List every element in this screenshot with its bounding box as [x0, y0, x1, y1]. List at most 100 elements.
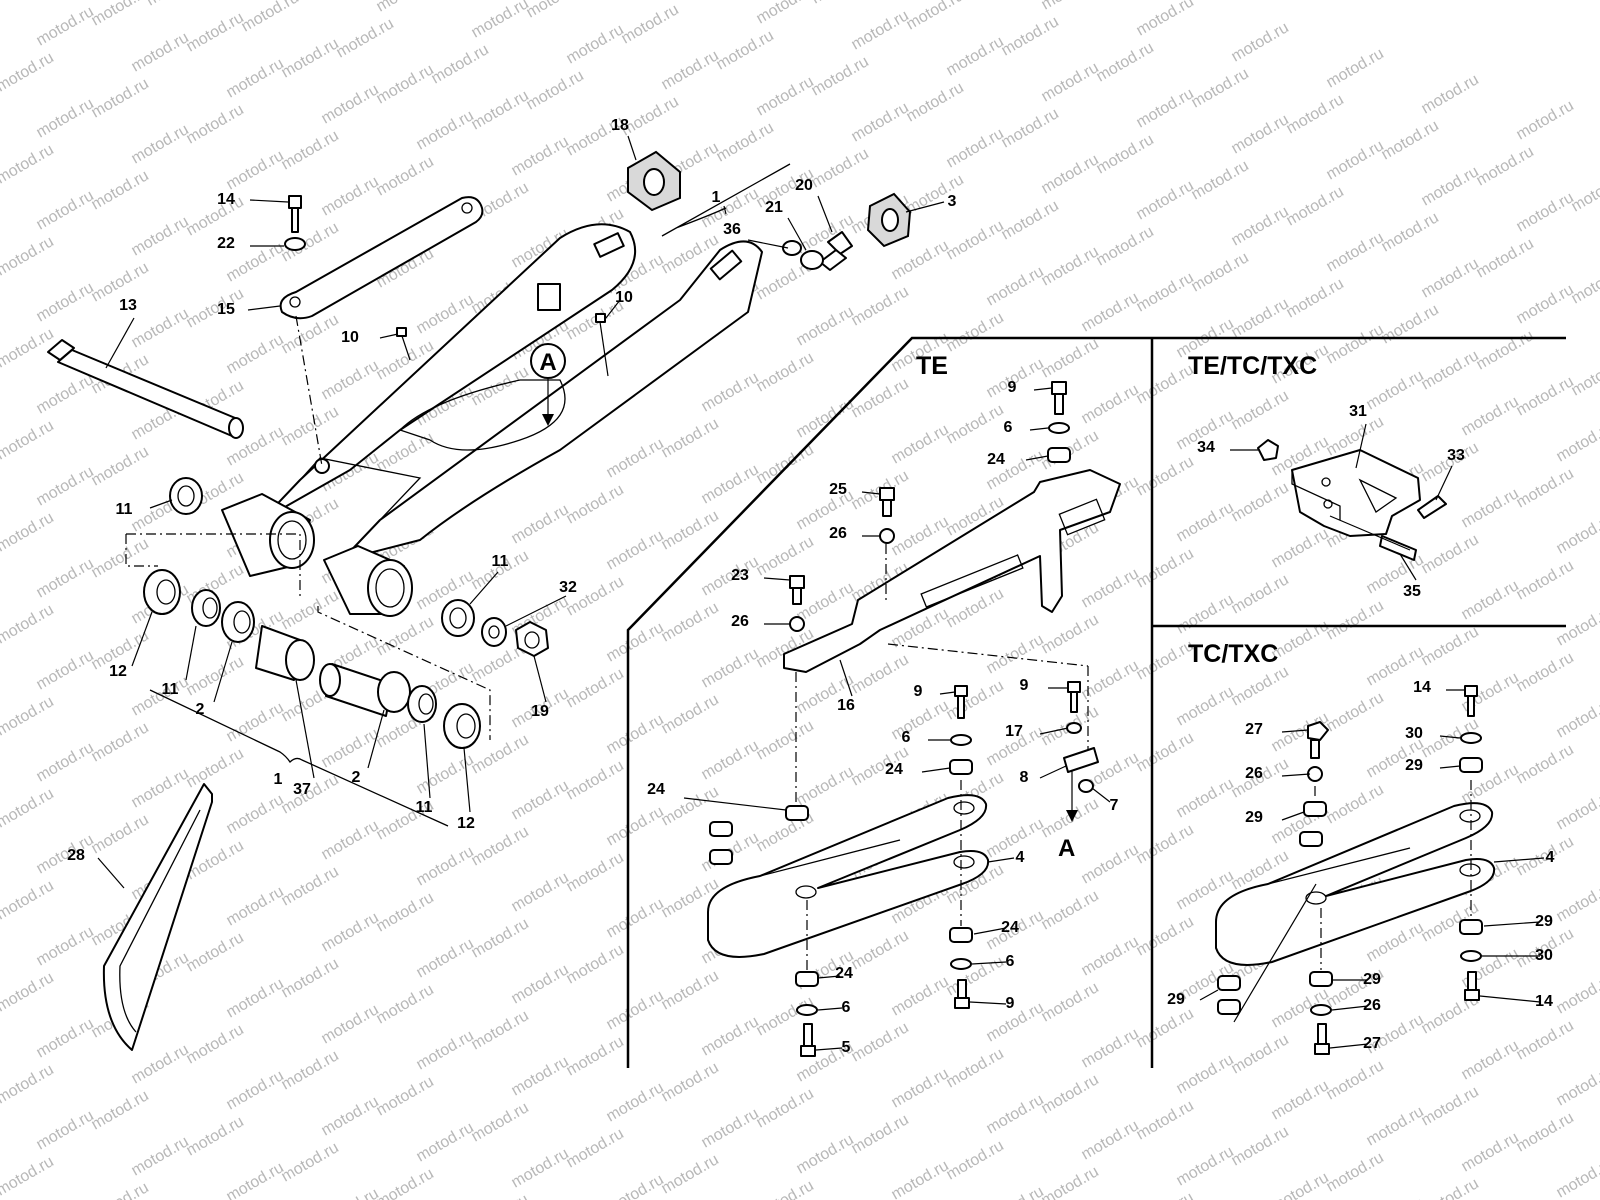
watermark-text: motod.ru [944, 309, 1007, 355]
callout-c11c: 11 [492, 553, 509, 570]
watermark-text: motod.ru [319, 1001, 382, 1047]
watermark-text: motod.ru [524, 67, 587, 113]
callout-c14b: 14 [1413, 679, 1431, 696]
callout-leader [1091, 787, 1111, 803]
watermark-text: motod.ru [944, 125, 1007, 171]
watermark-text: motod.ru [1079, 1025, 1142, 1071]
callout-c8: 8 [1020, 769, 1029, 786]
watermark-text: motod.ru [509, 961, 572, 1007]
watermark-text: motod.ru [89, 443, 152, 489]
callout-leader [817, 195, 833, 233]
watermark-text: motod.ru [374, 613, 437, 659]
callout-leader [423, 723, 431, 799]
watermark-text: motod.ru [319, 1093, 382, 1139]
callout-leader [1479, 995, 1541, 1003]
callout-c3: 3 [948, 193, 957, 210]
watermark-text: motod.ru [1039, 59, 1102, 105]
callout-leader [213, 641, 233, 703]
watermark-text: motod.ru [1364, 1195, 1427, 1200]
watermark-text: motod.ru [1514, 465, 1577, 511]
callout-leader [249, 199, 289, 203]
watermark-text: motod.ru [279, 1139, 342, 1185]
callout-c11a: 11 [116, 501, 133, 518]
assembly-guides [125, 315, 491, 740]
watermark-text: motod.ru [794, 487, 857, 533]
callout-leader [1281, 773, 1311, 777]
callout-leader [1039, 727, 1069, 735]
callout-leader [533, 655, 547, 703]
watermark-text: motod.ru [1554, 419, 1600, 465]
watermark-text: motod.ru [414, 1119, 477, 1165]
watermark-text: motod.ru [1094, 223, 1157, 269]
watermark-text: motod.ru [469, 1191, 532, 1200]
callout-c24e: 24 [835, 965, 853, 982]
watermark-text: motod.ru [469, 1007, 532, 1053]
watermark-text: motod.ru [889, 1157, 952, 1200]
watermark-text: motod.ru [604, 435, 667, 481]
watermark-text: motod.ru [374, 153, 437, 199]
watermark-text: motod.ru [1079, 841, 1142, 887]
watermark-text: motod.ru [1554, 1063, 1600, 1109]
tc-txc-chain-guide-assembly [1215, 685, 1496, 1055]
watermark-text: motod.ru [1474, 327, 1537, 373]
callout-c11b: 11 [162, 681, 179, 698]
watermark-text: motod.ru [1229, 1031, 1292, 1077]
watermark-text: motod.ru [699, 737, 762, 783]
watermark-text: motod.ru [1039, 887, 1102, 933]
callout-leader [921, 767, 951, 773]
watermark-text: motod.ru [0, 1061, 57, 1107]
watermark-text: motod.ru [659, 1059, 722, 1105]
watermark-text: motod.ru [1459, 577, 1522, 623]
callout-leader [1355, 423, 1367, 469]
view-arrow-label-a: A [1058, 835, 1075, 862]
callout-leader [295, 679, 315, 779]
watermark-text: motod.ru [89, 535, 152, 581]
callout-leader [131, 611, 153, 667]
watermark-text: motod.ru [564, 481, 627, 527]
watermark-text: motod.ru [319, 1185, 382, 1200]
watermark-text: motod.ru [984, 631, 1047, 677]
callout-leader [463, 747, 471, 813]
watermark-text: motod.ru [1514, 1017, 1577, 1063]
watermark-text: motod.ru [1039, 0, 1102, 13]
watermark-text: motod.ru [944, 1045, 1007, 1091]
watermark-text: motod.ru [509, 133, 572, 179]
watermark-text: motod.ru [809, 53, 872, 99]
watermark-text: motod.ru [604, 803, 667, 849]
callout-leader [605, 299, 621, 319]
callout-leader [1399, 553, 1417, 581]
callout-c6d: 6 [842, 999, 851, 1016]
watermark-text: motod.ru [319, 173, 382, 219]
watermark-text: motod.ru [999, 197, 1062, 243]
watermark-text: motod.ru [944, 401, 1007, 447]
watermark-text: motod.ru [89, 1087, 152, 1133]
watermark-text: motod.ru [659, 47, 722, 93]
callout-c30b: 30 [1535, 947, 1553, 964]
callout-leader [861, 491, 881, 495]
watermark-text: motod.ru [889, 421, 952, 467]
watermark-text: motod.ru [1134, 269, 1197, 315]
watermark-text: motod.ru [279, 587, 342, 633]
watermark-text: motod.ru [1554, 879, 1600, 925]
watermark-text: motod.ru [1079, 1117, 1142, 1163]
watermark-text: motod.ru [469, 823, 532, 869]
watermark-text: motod.ru [564, 21, 627, 67]
watermark-text: motod.ru [1324, 45, 1387, 91]
callout-leader [1033, 387, 1053, 391]
watermark-text: motod.ru [1554, 971, 1600, 1017]
watermark-text: motod.ru [1514, 373, 1577, 419]
watermark-text: motod.ru [319, 81, 382, 127]
watermark-text: motod.ru [1419, 71, 1482, 117]
callout-leader [149, 499, 173, 509]
watermark-text: motod.ru [699, 1013, 762, 1059]
callout-leader [839, 659, 853, 697]
watermark-text: motod.ru [129, 765, 192, 811]
callout-c25: 25 [829, 481, 847, 498]
watermark-text: motod.ru [89, 811, 152, 857]
watermark-text: motod.ru [1039, 243, 1102, 289]
watermark-text: motod.ru [374, 981, 437, 1027]
callout-leader [367, 709, 385, 769]
callout-c26a: 26 [829, 525, 847, 542]
watermark-text: motod.ru [1229, 1123, 1292, 1169]
callout-c14c: 14 [1535, 993, 1553, 1010]
